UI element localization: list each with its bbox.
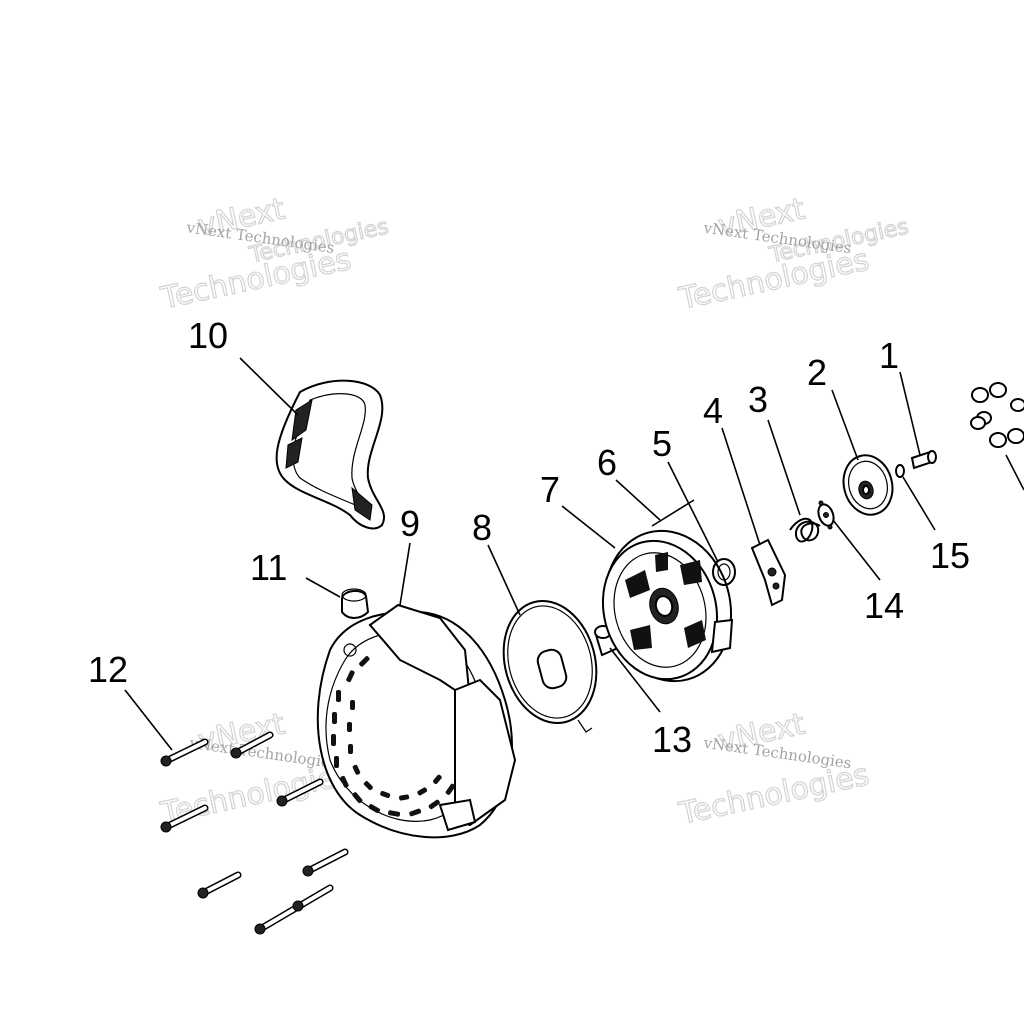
housing-vent-slots [331, 656, 456, 817]
bolt [230, 731, 274, 759]
rope-pulley [601, 529, 734, 683]
starter-rope [651, 499, 695, 527]
small-washer [895, 464, 905, 478]
callout-5: 5 [652, 423, 672, 464]
recoil-spring [712, 558, 736, 586]
watermark-top-right: vNext Technologies Technologies vNext Te… [675, 191, 912, 318]
callout-4: 4 [703, 390, 723, 431]
callout-12: 12 [88, 649, 128, 690]
callout-6: 6 [597, 442, 617, 483]
bolt [302, 848, 349, 877]
callout-9: 9 [400, 503, 420, 544]
bolt [160, 804, 209, 833]
bolt [254, 884, 334, 935]
starter-handle [275, 379, 385, 530]
watermark-bottom-right: vNext Technologies vNext Technologies [675, 706, 873, 833]
flange-nuts [970, 382, 1024, 448]
bolt [160, 738, 209, 767]
recoil-housing [316, 603, 517, 839]
callout-2: 2 [807, 352, 827, 393]
watermark-top-left: vNext Technologies Technologies vNext Te… [157, 191, 392, 317]
bolt [197, 871, 242, 899]
leader-lines [124, 357, 936, 751]
callout-14: 14 [864, 585, 904, 626]
cover-plate [842, 454, 894, 516]
callout-7: 7 [540, 469, 560, 510]
callout-numbers: 1 2 3 4 5 6 7 8 9 10 11 12 13 14 15 [88, 315, 970, 760]
center-bolt [910, 450, 937, 470]
callout-3: 3 [748, 379, 768, 420]
bolt [276, 778, 324, 807]
housing-bolts [160, 731, 349, 935]
callout-15: 15 [930, 535, 970, 576]
ratchet-pawl [750, 538, 787, 607]
friction-spring [789, 517, 821, 543]
callout-11: 11 [250, 547, 287, 588]
callout-10: 10 [188, 315, 228, 356]
friction-plate [817, 500, 835, 530]
callout-8: 8 [472, 507, 492, 548]
callout-13: 13 [652, 719, 692, 760]
rope-plug [341, 588, 370, 619]
spring-washer [502, 599, 598, 733]
callout-1: 1 [879, 335, 899, 376]
